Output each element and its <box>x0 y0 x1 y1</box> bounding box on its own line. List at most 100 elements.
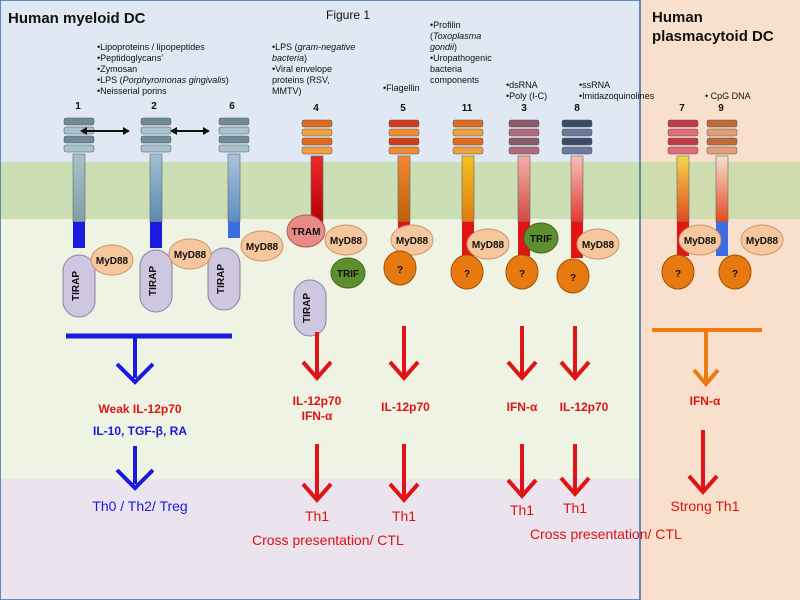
receptor-stripe <box>301 128 333 137</box>
receptor-stripe <box>218 126 250 135</box>
ligand-line: •Zymosan <box>97 64 138 74</box>
receptor-stem <box>715 155 729 223</box>
cytokine-tlr5-il12: IL-12p70 <box>381 400 430 414</box>
ligand-list-tlr8: •ssRNA •Imidazoquinolines <box>579 80 654 102</box>
receptor-stem <box>72 153 86 223</box>
pdc-bracket <box>652 328 762 388</box>
svg-text:MyD88: MyD88 <box>96 256 129 267</box>
outcome-tlr4-th1: Th1 <box>304 508 330 524</box>
svg-text:MyD88: MyD88 <box>472 240 505 251</box>
receptor-number-6: 6 <box>229 101 235 112</box>
outcome-cross-presentation-1: Cross presentation/ CTL <box>252 532 404 548</box>
outcome-tlr3-th1: Th1 <box>509 502 535 518</box>
svg-text:MyD88: MyD88 <box>330 236 363 247</box>
receptor-stripe <box>140 144 172 153</box>
ligand-line: •dsRNA <box>506 80 538 90</box>
receptor-stripe <box>140 126 172 135</box>
receptor-stripe <box>388 119 420 128</box>
dimer-arrows <box>80 127 210 135</box>
ligand-line: gondii) <box>430 42 458 52</box>
ligand-line: bacteria <box>430 64 463 74</box>
ligand-line: •Profilin <box>430 20 461 30</box>
receptor-tlr9 <box>706 119 738 256</box>
receptor-number-11: 11 <box>461 103 473 114</box>
receptor-stem <box>397 155 411 223</box>
receptor-stripe <box>388 146 420 155</box>
svg-text:TRAM: TRAM <box>292 227 321 238</box>
adaptor-tirap-1: TIRAP <box>62 254 96 318</box>
receptor-stripe <box>63 135 95 144</box>
svg-text:?: ? <box>464 269 470 280</box>
receptor-stripe <box>667 146 699 155</box>
receptor-stripe <box>301 146 333 155</box>
svg-text:MyD88: MyD88 <box>746 236 779 247</box>
ligand-line: •Uropathogenic <box>430 53 492 63</box>
receptor-stripe <box>388 128 420 137</box>
receptor-stripe <box>706 119 738 128</box>
cytokine-tlr3-ifna: IFN-α <box>506 400 538 414</box>
svg-text:MyD88: MyD88 <box>246 242 279 253</box>
receptor-number-9: 9 <box>718 103 724 114</box>
svg-text:MyD88: MyD88 <box>684 236 717 247</box>
receptor-stripe <box>667 128 699 137</box>
cytokine-tlr4-il12: IL-12p70 <box>292 394 342 408</box>
svg-text:MyD88: MyD88 <box>174 250 207 261</box>
receptor-stripe <box>452 119 484 128</box>
receptor-stem <box>310 155 324 223</box>
receptor-stripe <box>508 128 540 137</box>
ligand-line: components <box>430 75 480 85</box>
ligand-line: proteins (RSV, <box>272 75 330 85</box>
ligand-line: MMTV) <box>272 86 302 96</box>
svg-text:MyD88: MyD88 <box>396 236 429 247</box>
ligand-line: (Toxoplasma <box>430 31 482 41</box>
ligand-list-tlr11: •Profilin (Toxoplasma gondii) •Uropathog… <box>430 20 492 86</box>
receptor-stripe <box>452 128 484 137</box>
outcome-pdc: Strong Th1 <box>670 498 740 514</box>
ligand-list-tlr4: •LPS (gram-negative bacteria) •Viral env… <box>272 42 355 97</box>
red-arrows <box>301 326 719 504</box>
receptor-stripe <box>140 117 172 126</box>
receptor-stripe <box>561 137 593 146</box>
outcome-cross-presentation-2: Cross presentation/ CTL <box>530 526 682 542</box>
pdc-panel-bg <box>640 0 800 600</box>
ligand-line: •LPS (Porphyromonas gingivalis) <box>97 75 229 85</box>
receptor-number-7: 7 <box>679 103 685 114</box>
receptor-tail <box>228 222 240 238</box>
myeloid-panel-border <box>0 0 641 600</box>
receptor-stripe <box>561 119 593 128</box>
ligand-line: •Imidazoquinolines <box>579 91 655 101</box>
receptor-stem <box>676 155 690 223</box>
receptor-number-5: 5 <box>400 103 406 114</box>
receptor-stripe <box>561 128 593 137</box>
ligand-line: •Lipoproteins / lipopeptides <box>97 42 205 52</box>
receptor-stem <box>517 155 531 223</box>
receptor-stripe <box>63 117 95 126</box>
receptor-stripe <box>301 137 333 146</box>
ligand-line: •LPS (gram-negative <box>272 42 356 52</box>
svg-text:MyD88: MyD88 <box>582 240 615 251</box>
ligand-line: bacteria) <box>272 53 308 63</box>
receptor-tail <box>73 222 85 248</box>
receptor-stripe <box>452 137 484 146</box>
figure-title: Figure 1 <box>326 8 371 22</box>
receptor-stripe <box>561 146 593 155</box>
svg-text:TRIF: TRIF <box>337 269 359 280</box>
receptor-stripe <box>508 146 540 155</box>
myd88-bubbles: MyD88 MyD88 MyD88 MyD88 MyD88 MyD88 MyD8… <box>90 224 784 276</box>
receptor-stripe <box>706 146 738 155</box>
receptor-number-4: 4 <box>313 103 319 114</box>
receptor-stripe <box>140 135 172 144</box>
receptor-tlr6 <box>218 117 250 238</box>
cytokine-tlr4-ifna: IFN-α <box>301 409 333 423</box>
receptor-stripe <box>301 119 333 128</box>
panel-title-plasmacytoid: Human plasmacytoid DC <box>652 9 774 45</box>
svg-text:?: ? <box>570 273 576 284</box>
receptor-number-8: 8 <box>574 103 580 114</box>
receptor-stripe <box>388 137 420 146</box>
outcome-myeloid: Th0 / Th2/ Treg <box>92 498 188 514</box>
adaptor-tirap-2: TIRAP <box>139 249 173 313</box>
panel-title-myeloid: Human myeloid DC <box>8 10 146 27</box>
receptor-stem <box>227 153 241 223</box>
